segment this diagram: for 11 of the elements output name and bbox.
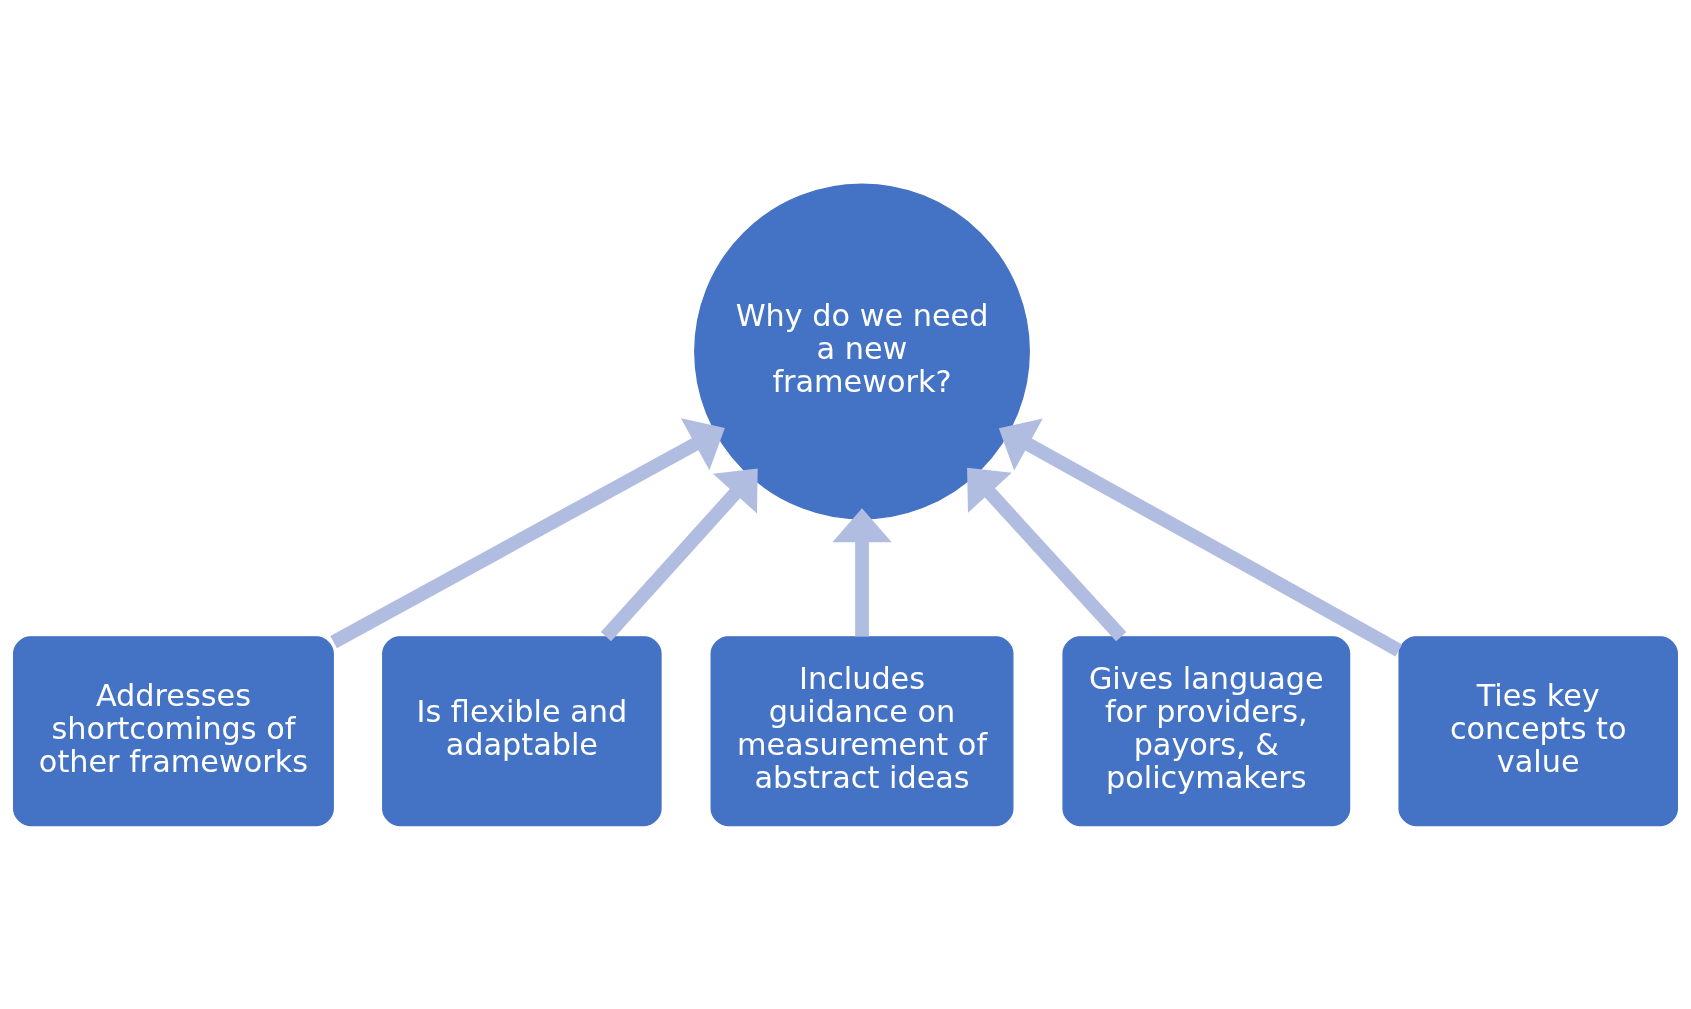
node-box: Is flexible and adaptable [382, 635, 662, 826]
arrow [600, 467, 758, 641]
arrow [967, 467, 1127, 641]
node-box: Includes guidance on measurement of abstract ideas [710, 635, 1014, 826]
node-box: Ties key concepts to value [1398, 635, 1678, 826]
arrow [832, 507, 892, 637]
node-box: Addresses shortcomings of other frameworks [13, 635, 334, 826]
arrow [330, 417, 725, 648]
node-circle: Why do we need a new framework? [694, 183, 1030, 519]
node-box: Gives language for providers, payors, & policymakers [1062, 635, 1351, 826]
arrow [998, 418, 1403, 657]
